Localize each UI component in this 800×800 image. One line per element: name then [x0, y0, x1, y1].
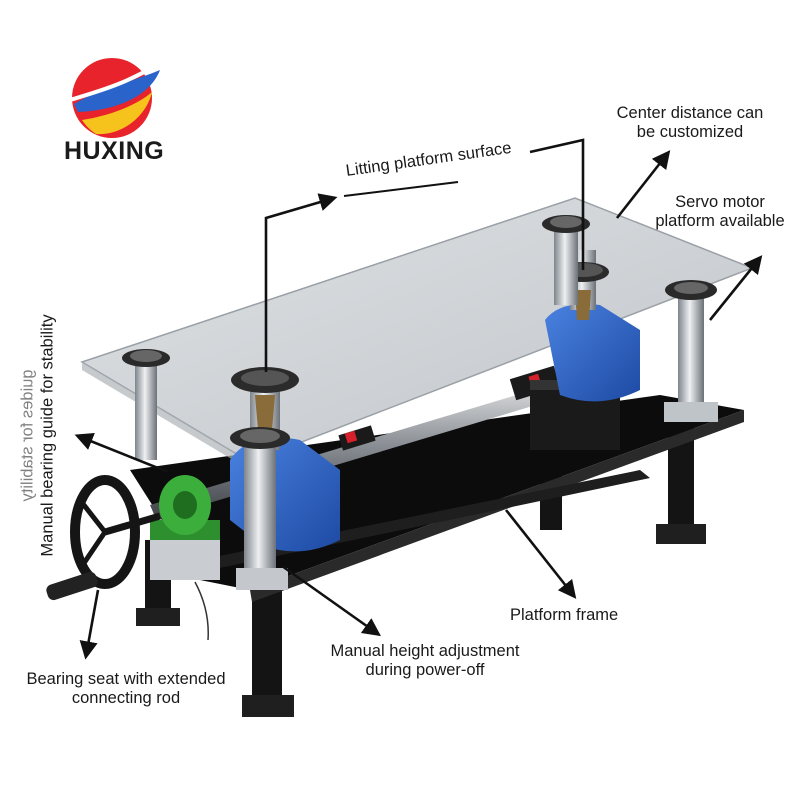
label-servo-motor: Servo motor platform available [640, 193, 800, 231]
bearing-seat [150, 475, 220, 580]
guide-post-rear-middle [542, 215, 590, 305]
label-bearing-guide-text: Manual bearing guide for stability [38, 314, 57, 557]
label-bearing-guide: Manual bearing guide for stability guide… [19, 300, 58, 570]
label-center-distance-line1: Center distance can [616, 104, 764, 122]
guide-post-rear-left [122, 349, 170, 460]
label-platform-frame: Platform frame [510, 606, 619, 624]
label-bearing-seat-line1: Bearing seat with extended [26, 670, 226, 688]
guide-post-front [230, 427, 290, 590]
power-cable [194, 581, 209, 641]
brand-logo [69, 58, 160, 138]
label-center-distance: Center distance can be customized [600, 104, 780, 142]
label-servo-motor-line1: Servo motor [675, 193, 765, 211]
label-servo-motor-line2: platform available [655, 212, 785, 230]
label-bearing-guide-reflection: guides for stability [18, 369, 37, 502]
label-manual-height: Manual height adjustment during power-of… [300, 642, 550, 680]
label-manual-height-line1: Manual height adjustment [330, 642, 520, 660]
brand-name: HUXING [64, 137, 165, 165]
callout-arrows [74, 138, 763, 660]
label-bearing-seat: Bearing seat with extended connecting ro… [6, 670, 246, 708]
handwheel [46, 475, 161, 601]
label-center-distance-line2: be customized [636, 123, 744, 141]
guide-post-right [664, 280, 718, 422]
label-bearing-seat-line2: connecting rod [71, 689, 181, 707]
label-manual-height-line2: during power-off [365, 661, 485, 679]
